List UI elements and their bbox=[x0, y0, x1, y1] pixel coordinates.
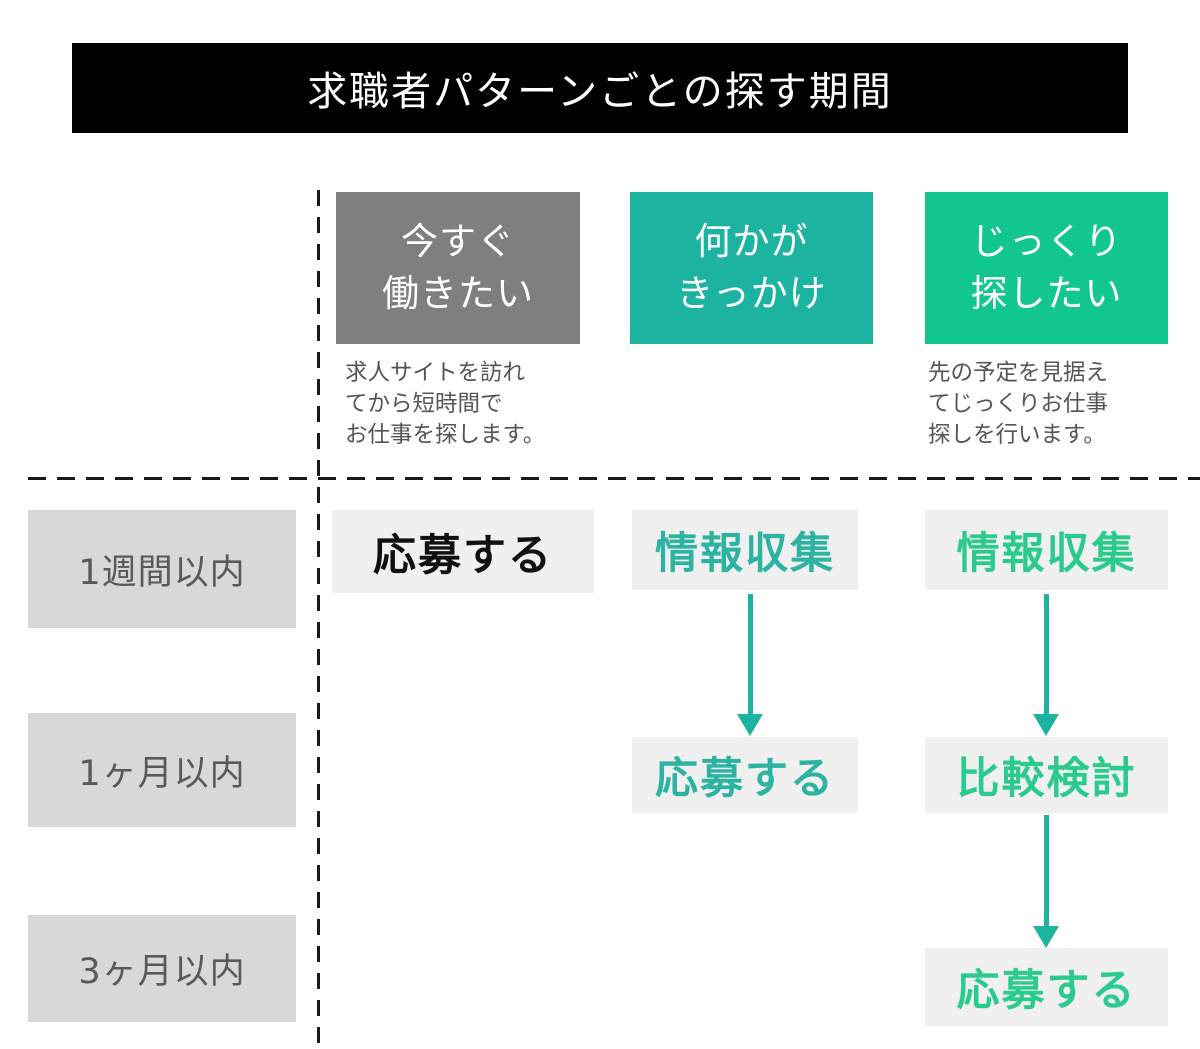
down-arrow-icon bbox=[737, 594, 763, 736]
horizontal-dashed-divider bbox=[28, 477, 1200, 480]
arrow-head bbox=[737, 714, 763, 736]
column-description-search-carefully: 先の予定を見据え てじっくりお仕事 探しを行います。 bbox=[928, 360, 1109, 448]
page-title: 求職者パターンごとの探す期間 bbox=[72, 43, 1128, 133]
down-arrow-icon bbox=[1033, 815, 1059, 948]
cell-apply-search-carefully: 応募する bbox=[925, 948, 1168, 1026]
column-header-search-carefully: じっくり 探したい bbox=[925, 192, 1168, 344]
vertical-dashed-divider bbox=[317, 190, 320, 1049]
row-label-within-3-months: 3ヶ月以内 bbox=[28, 915, 296, 1022]
down-arrow-icon bbox=[1033, 594, 1059, 736]
row-label-within-1-month: 1ヶ月以内 bbox=[28, 713, 296, 827]
arrow-shaft bbox=[1043, 815, 1049, 926]
column-header-work-now: 今すぐ 働きたい bbox=[336, 192, 580, 344]
column-description-work-now: 求人サイトを訪れ てから短時間で お仕事を探します。 bbox=[345, 360, 546, 448]
arrow-head bbox=[1033, 926, 1059, 948]
arrow-head bbox=[1033, 714, 1059, 736]
row-label-within-1-week: 1週間以内 bbox=[28, 510, 296, 628]
cell-gather-info-search-carefully: 情報収集 bbox=[925, 510, 1168, 590]
arrow-shaft bbox=[747, 594, 753, 714]
cell-apply-work-now: 応募する bbox=[332, 510, 594, 593]
column-header-something-triggered: 何かが きっかけ bbox=[630, 192, 873, 344]
arrow-shaft bbox=[1043, 594, 1049, 714]
cell-apply-something-triggered: 応募する bbox=[632, 737, 858, 813]
cell-gather-info-something-triggered: 情報収集 bbox=[632, 510, 858, 590]
cell-compare-search-carefully: 比較検討 bbox=[925, 737, 1168, 813]
